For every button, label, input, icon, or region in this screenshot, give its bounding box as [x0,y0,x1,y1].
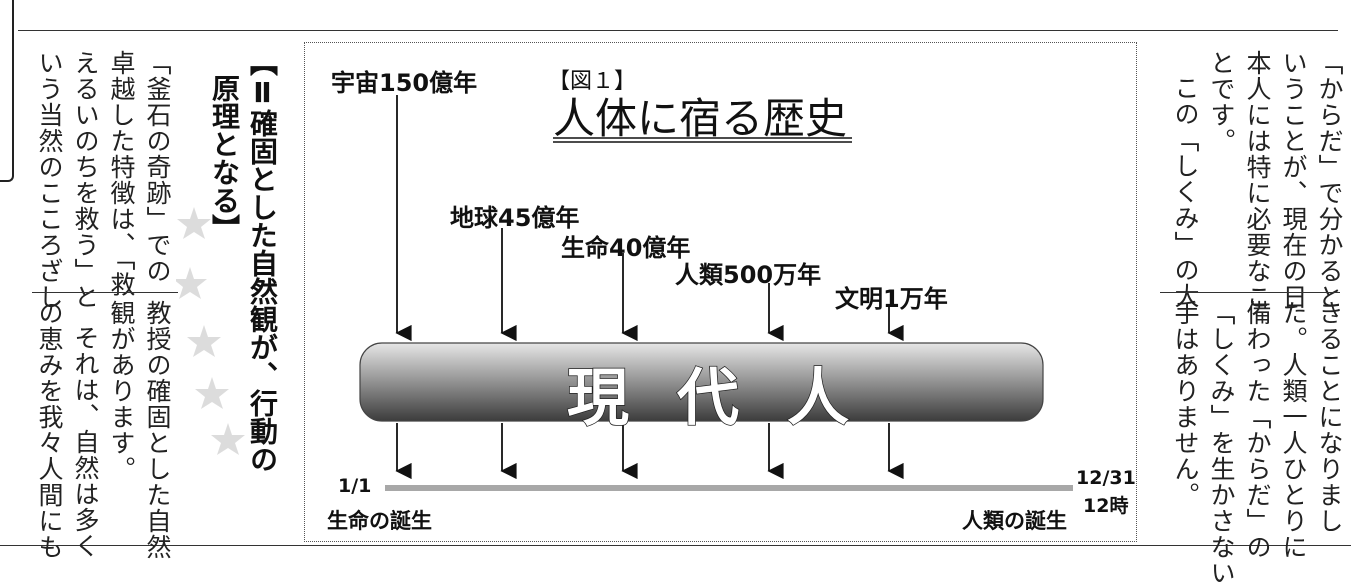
right-column-1: 「からだ」で分かると [1315,50,1344,310]
timeline-end-caption: 人類の誕生 [962,509,1067,533]
right-column-2: いうことが、現在の日 [1279,50,1308,310]
timeline-graphic [359,95,1073,491]
era-label-civilization: 文明1万年 [835,285,948,313]
right-lower-column-2: た。人類一人ひとりに [1279,300,1308,560]
era-label-earth: 地球45億年 [450,204,580,232]
timeline-end-date: 12/31 [1076,467,1136,489]
timeline-start-caption: 生命の誕生 [327,509,432,533]
heading-line-2: 原理となる】 [208,74,241,242]
left-column-3: えるいのちを救う」と [71,50,100,310]
right-column-divider [1160,292,1340,293]
figure-title: 人体に宿る歴史 [553,94,848,143]
right-lower-column-5: 手はありません。 [1171,300,1200,508]
modern-human-bar [359,342,1044,422]
era-arrows-bottom [395,423,904,480]
left-column-4: いう当然のこころざし [35,50,64,310]
left-lower-column-2: 観があります。 [107,300,136,482]
right-column-4: とです。 [1207,50,1236,154]
heading-line-1: 【Ⅱ確固とした自然観が、行動の [246,48,279,473]
right-column-3: 本人には特に必要なこ [1243,50,1272,310]
timeline-figure: 宇宙150億年 地球45億年 生命40億年 人類500万年 文明1万年 【図１】… [304,42,1137,542]
right-column-5: この「しくみ」の大 [1171,75,1200,309]
bar-label: 現代人 [566,360,898,435]
right-lower-column-3: 備わった「からだ」の [1243,300,1272,560]
corner-box-decoration [0,0,14,182]
figure-label: 【図１】 [548,69,637,94]
bottom-rule [0,545,1351,546]
era-arrows-top [395,95,904,342]
right-lower-column-4: 「しくみ」を生かさない [1207,300,1236,586]
timeline-start-date: 1/1 [338,475,372,497]
left-column-2: 卓越した特徴は、「救 [107,50,136,298]
left-lower-column-4: の恵みを我々人間にも [35,300,64,560]
left-column-divider [32,292,178,293]
left-lower-column-3: それは、自然は多く [71,325,100,559]
era-label-life: 生命40億年 [561,234,691,262]
timeline-end-time: 12時 [1083,495,1129,517]
right-lower-column-1: きることになりまし [1315,300,1344,534]
era-label-humankind: 人類500万年 [675,261,822,289]
star-decoration-icon [176,207,245,455]
era-label-universe: 宇宙150億年 [331,69,478,97]
left-lower-column-1: 教授の確固とした自然 [143,300,172,560]
left-column-1: 「釜石の奇跡」での [143,50,172,284]
top-rule [18,30,1338,31]
